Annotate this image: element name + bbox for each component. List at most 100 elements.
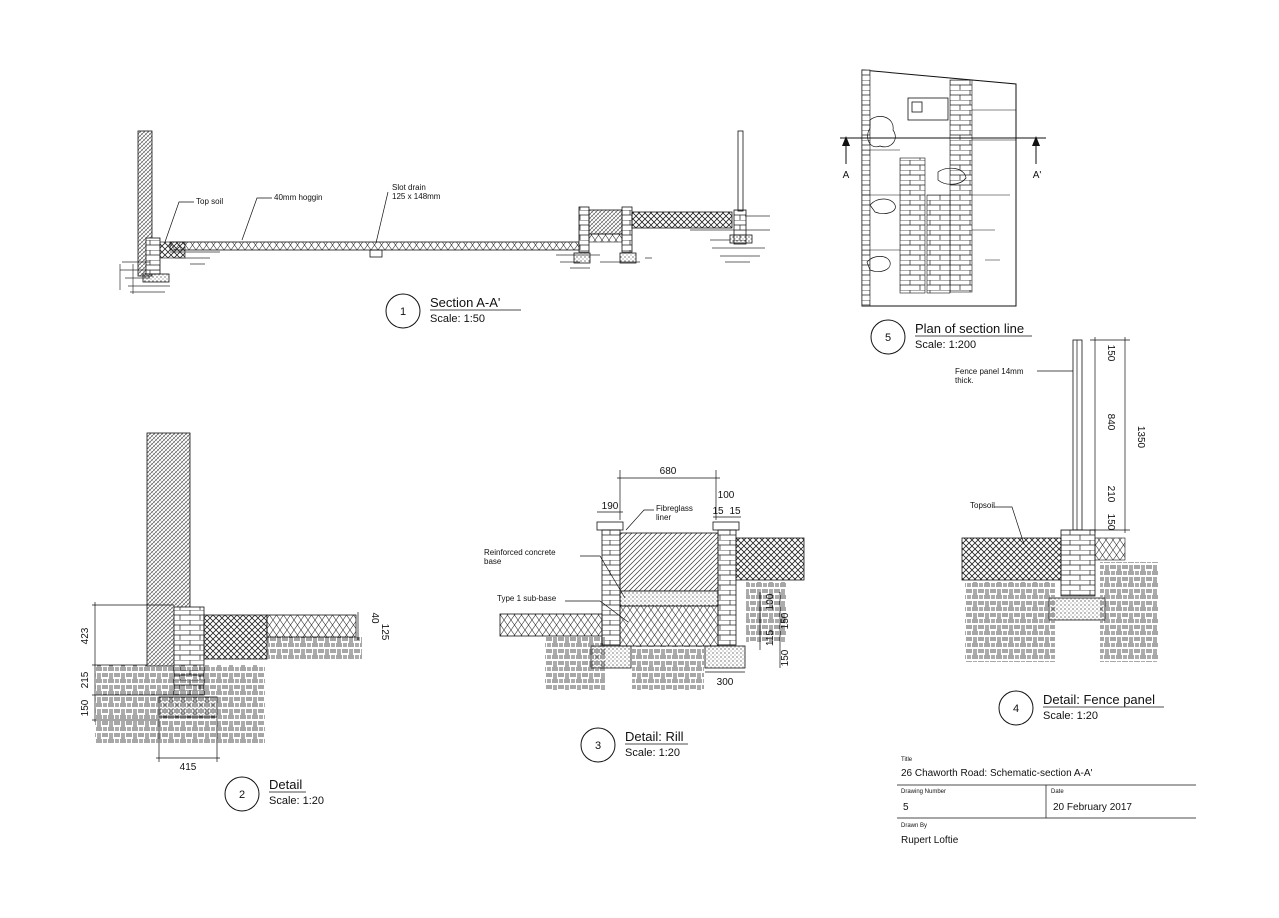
- view-number-circle-1: [385, 293, 421, 329]
- view-number-5: 5: [885, 332, 891, 344]
- view-number-3: 3: [595, 740, 601, 752]
- plan-paving-strip: [949, 79, 973, 293]
- dim-300: 300: [717, 677, 734, 688]
- leader-concrete: [580, 555, 626, 599]
- fence-view: 150 840 210 150 1350 Fence panel 14mm th…: [955, 337, 1164, 726]
- label-slot-drain: Slot drain: [392, 183, 426, 192]
- dim-150-b: 150: [780, 649, 791, 666]
- view-title-section: Section A-A': [430, 295, 500, 310]
- view-number-circle-2: [224, 776, 260, 812]
- title-label: Title: [901, 757, 913, 763]
- dim-415: 415: [180, 762, 197, 773]
- date-label: Date: [1051, 789, 1064, 795]
- rill-sub-base: [619, 605, 719, 647]
- rill-base: [588, 233, 623, 243]
- date-value: 20 February 2017: [1053, 802, 1132, 813]
- hoggin-layer: [169, 241, 586, 251]
- leader-top-soil: [164, 201, 194, 243]
- view-scale-fence: Scale: 1:20: [1043, 710, 1098, 722]
- rill-terrace: [735, 537, 805, 581]
- plan-paving-mid: [899, 157, 926, 294]
- brick-edging: [145, 237, 161, 275]
- rill-detail-water: [619, 532, 719, 592]
- view-scale-section: Scale: 1:50: [430, 313, 485, 325]
- rill-ground-left: [545, 636, 605, 690]
- dim-1350: 1350: [1135, 426, 1146, 449]
- detail-hoggin: [266, 614, 357, 638]
- plan-wall-left: [861, 69, 871, 307]
- section-marker-a-prime: A': [1033, 170, 1042, 181]
- plan-shrub-3: [866, 256, 891, 272]
- rill-concrete-base: [619, 590, 719, 607]
- fence-ground-right: [1100, 562, 1158, 662]
- rill-hoggin-left: [499, 613, 603, 637]
- plan-grid-lines: [862, 109, 1016, 261]
- dim-150: 150: [80, 699, 91, 716]
- dim-fence-150-b: 150: [1105, 514, 1116, 531]
- plan-shrub-2: [869, 198, 896, 214]
- detail-ground-right: [267, 637, 362, 661]
- drawn-by-value: Rupert Loftie: [901, 835, 959, 846]
- view-title-plan: Plan of section line: [915, 321, 1024, 336]
- label-hoggin: 40mm hoggin: [274, 193, 322, 202]
- dim-100: 100: [765, 593, 776, 610]
- fence-ground-left: [965, 582, 1055, 662]
- section-view: Top soil 40mm hoggin Slot drain 125 x 14…: [119, 130, 770, 329]
- plan-view: A A' 5 Plan of section line Scale: 1:200: [840, 69, 1046, 355]
- view-number-circle-5: [870, 319, 906, 355]
- leader-slot-drain: [375, 191, 389, 244]
- view-scale-detail: Scale: 1:20: [269, 795, 324, 807]
- plan-fixture: [911, 101, 923, 113]
- plan-paving-lower: [926, 194, 951, 294]
- detail-ground: [95, 665, 265, 745]
- rill-view: 680 190 100 15 15 Fibreglass liner Reinf…: [484, 466, 805, 763]
- dim-840: 840: [1105, 414, 1116, 431]
- rill-detail-wall-left: [601, 529, 621, 646]
- label-concrete: Reinforced concrete: [484, 548, 556, 557]
- leader-hoggin: [241, 197, 272, 241]
- title-block: Title 26 Chaworth Road: Schematic-sectio…: [897, 757, 1196, 846]
- ground-hatch-left: [119, 261, 170, 294]
- label-fence-thick: thick.: [955, 376, 974, 385]
- dim-680: 680: [660, 466, 677, 477]
- rill-water: [588, 209, 623, 235]
- dim-210: 210: [1105, 486, 1116, 503]
- view-number-circle-4: [998, 690, 1034, 726]
- rill-footing-right-detail: [704, 645, 746, 669]
- leader-fibreglass: [625, 509, 654, 531]
- dim-15-a: 15: [712, 506, 724, 517]
- rill-footing-left: [573, 252, 591, 264]
- fence-panel: [737, 130, 744, 212]
- plan-table: [907, 97, 949, 121]
- terrace-surface: [631, 211, 733, 229]
- view-scale-rill: Scale: 1:20: [625, 747, 680, 759]
- view-number-2: 2: [239, 789, 245, 801]
- view-scale-plan: Scale: 1:200: [915, 339, 976, 351]
- rill-coping-right: [712, 521, 740, 531]
- dim-190: 190: [602, 501, 619, 512]
- dim-15-b: 15: [729, 506, 741, 517]
- label-fence-panel: Fence panel 14mm: [955, 367, 1024, 376]
- detail-topsoil: [203, 614, 268, 660]
- rill-coping-left: [596, 521, 624, 531]
- dim-fence-150-a: 150: [1105, 345, 1116, 362]
- view-title-fence: Detail: Fence panel: [1043, 692, 1155, 707]
- dim-423: 423: [80, 627, 91, 644]
- view-title-detail: Detail: [269, 777, 302, 792]
- ground-hatch-rill: [556, 254, 652, 269]
- label-concrete-base: base: [484, 557, 502, 566]
- dim-150-a: 150: [780, 612, 791, 629]
- plan-shrub-4: [937, 167, 967, 185]
- fence-sub-base: [1094, 537, 1126, 561]
- section-arrow-a-prime: [1032, 136, 1040, 146]
- dim-100-top: 100: [718, 490, 735, 501]
- ground-hatch-right: [690, 215, 770, 263]
- rill-footing-right: [619, 252, 637, 264]
- fence-detail-brick: [1060, 529, 1096, 597]
- view-number-1: 1: [400, 306, 406, 318]
- detail-view: 423 215 150 415 40 125 2 Detail Scale: 1…: [80, 432, 390, 812]
- drawing-number-value: 5: [903, 802, 909, 813]
- drawing-number-label: Drawing Number: [901, 789, 946, 795]
